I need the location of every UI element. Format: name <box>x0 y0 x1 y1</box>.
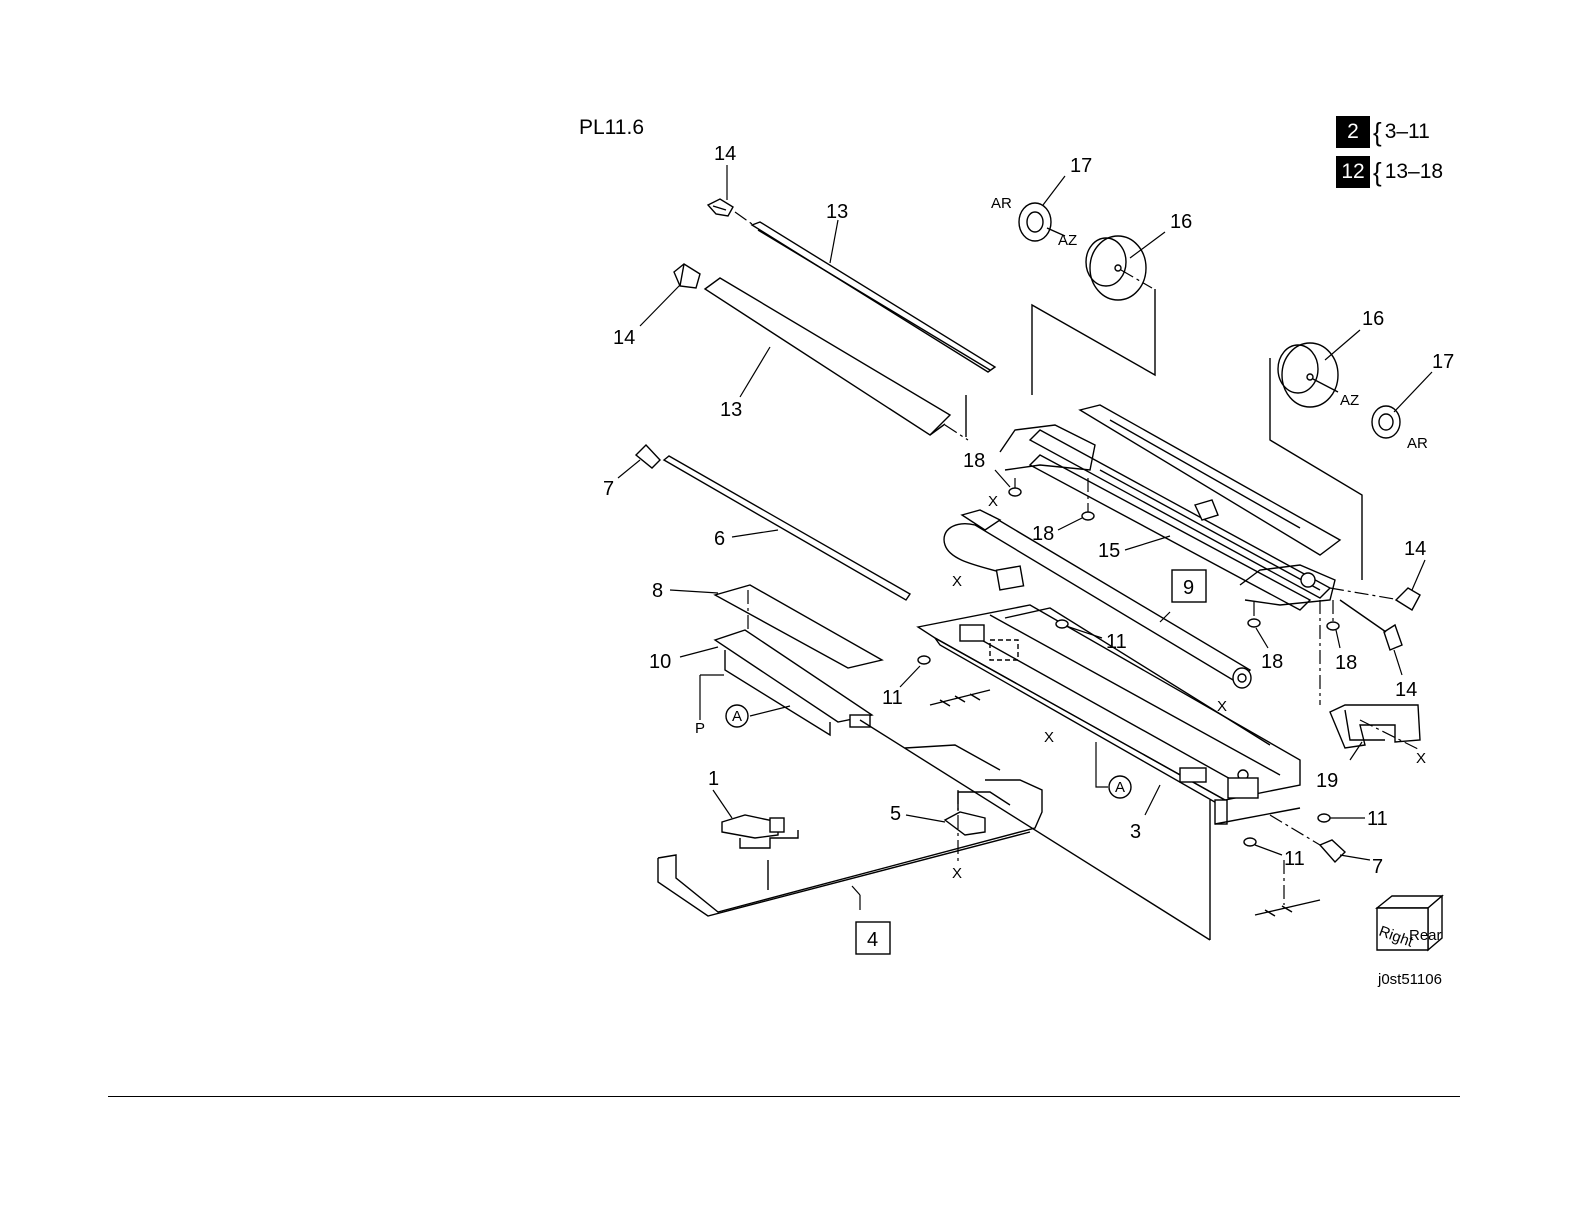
ref-x1: X <box>988 493 998 510</box>
callout-19: 19 <box>1316 770 1338 792</box>
ref-x4: X <box>1044 729 1054 746</box>
figure-id: j0st51106 <box>1378 971 1442 988</box>
callout-14c: 14 <box>1395 679 1417 701</box>
ref-a1: A <box>732 708 742 725</box>
ref-ar-top: AR <box>991 195 1012 212</box>
ref-az-top: AZ <box>1058 232 1077 249</box>
ref-p: P <box>695 720 705 737</box>
callout-18c: 18 <box>1261 651 1283 673</box>
part-14-block-right <box>1340 600 1402 650</box>
callout-11b: 11 <box>882 687 903 709</box>
ref-a2: A <box>1115 779 1125 796</box>
callout-11a: 11 <box>1106 631 1127 653</box>
callout-8: 8 <box>652 580 663 602</box>
callout-15: 15 <box>1098 540 1120 562</box>
part-16-gear-right <box>1278 343 1338 407</box>
orientation-cube: Right Rear <box>1377 896 1442 951</box>
callout-13b: 13 <box>720 399 742 421</box>
part-16-gear-top <box>1086 236 1152 300</box>
part-14-clip-top <box>708 199 733 216</box>
part-1-holder <box>722 815 798 890</box>
callout-11d: 11 <box>1284 848 1305 870</box>
callout-18a: 18 <box>963 450 985 472</box>
part-14-block <box>674 264 700 288</box>
ref-x6: X <box>952 865 962 882</box>
cube-label-rear: Rear <box>1409 927 1442 944</box>
callout-14d: 14 <box>1404 538 1426 560</box>
footer-divider <box>108 1096 1460 1097</box>
part-7-clip-left <box>636 445 660 468</box>
callout-14b: 14 <box>613 327 635 349</box>
callout-17b: 17 <box>1432 351 1454 373</box>
ref-x5: X <box>1416 750 1426 767</box>
callout-4: 4 <box>867 929 878 951</box>
callout-13a: 13 <box>826 201 848 223</box>
part-6-rod <box>664 456 910 600</box>
ref-az-right: AZ <box>1340 392 1359 409</box>
part-14-clip-right <box>1396 588 1420 610</box>
ref-ar-right: AR <box>1407 435 1428 452</box>
callout-3: 3 <box>1130 821 1141 843</box>
part-13-plate <box>705 278 968 440</box>
callout-16a: 16 <box>1170 211 1192 233</box>
callout-5: 5 <box>890 803 901 825</box>
callout-7b: 7 <box>1372 856 1383 878</box>
alignment-bracket-top <box>966 289 1155 437</box>
callout-11c: 11 <box>1367 808 1388 830</box>
part-15-frame <box>1000 405 1340 610</box>
ref-x2: X <box>952 573 962 590</box>
callout-17a: 17 <box>1070 155 1092 177</box>
callout-16b: 16 <box>1362 308 1384 330</box>
callout-10: 10 <box>649 651 671 673</box>
callout-18d: 18 <box>1335 652 1357 674</box>
callout-1: 1 <box>708 768 719 790</box>
part-13-upper-rod <box>735 212 995 372</box>
part-18-screws <box>1009 478 1339 630</box>
callout-9: 9 <box>1183 577 1194 599</box>
callout-6: 6 <box>714 528 725 550</box>
callout-18b: 18 <box>1032 523 1054 545</box>
callout-14a: 14 <box>714 143 736 165</box>
ref-x3: X <box>1217 698 1227 715</box>
callout-7a: 7 <box>603 478 614 500</box>
